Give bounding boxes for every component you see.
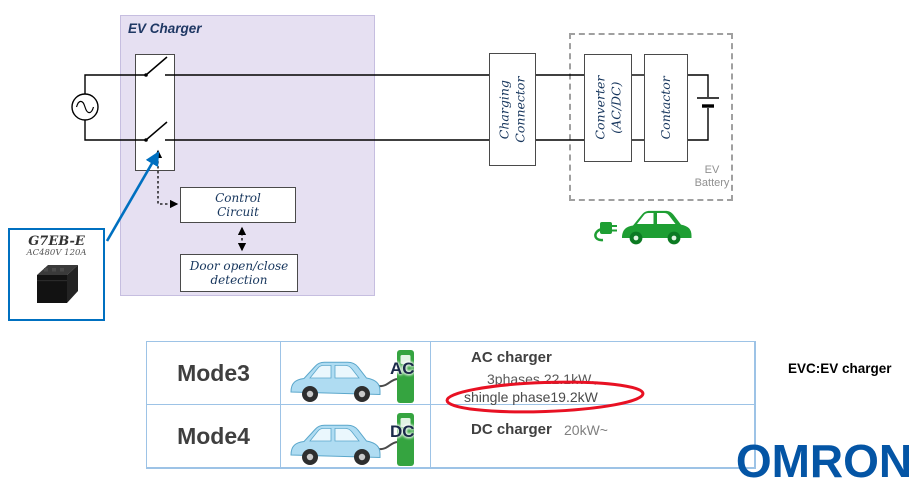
evc-note: EVC:EV charger bbox=[788, 361, 892, 376]
mode4-title: DC charger bbox=[471, 421, 552, 438]
mode3-title: AC charger bbox=[471, 349, 552, 366]
mode4-detail-1: 20kW~ bbox=[564, 422, 608, 438]
mode3-description-cell: AC charger 3phases 22.1kW、 shingle phase… bbox=[431, 342, 755, 405]
control-circuit-label: Control bbox=[215, 191, 261, 205]
door-detection-label: Door open/close bbox=[189, 259, 289, 273]
converter-box: Converter (AC/DC) bbox=[584, 54, 632, 162]
charging-connector-box: Charging Connector bbox=[489, 53, 536, 166]
relay-name: G7EB-E bbox=[28, 234, 85, 249]
ev-car-icon bbox=[594, 210, 692, 245]
ev-side-dashed-boundary bbox=[569, 33, 733, 201]
relay-callout-box: G7EB-E AC480V 120A bbox=[8, 228, 105, 321]
control-circuit-box: Control Circuit bbox=[180, 187, 296, 223]
dc-current-label: DC bbox=[390, 422, 415, 441]
mode3-label: Mode3 bbox=[177, 359, 250, 386]
relay-switch-box bbox=[135, 54, 175, 171]
door-detection-box: Door open/close detection bbox=[180, 254, 298, 292]
omron-logo: OMRON bbox=[735, 435, 913, 487]
mode4-description-cell: DC charger 20kW~ bbox=[431, 405, 755, 468]
converter-label: Converter bbox=[592, 76, 608, 140]
plug-cable-icon bbox=[594, 227, 604, 242]
mode3-detail-1: 3phases 22.1kW、 bbox=[487, 371, 606, 387]
ac-source-icon bbox=[71, 93, 99, 121]
mode4-label-cell: Mode4 bbox=[147, 405, 281, 468]
contactor-box: Contactor bbox=[644, 54, 688, 162]
charging-connector-label: Charging bbox=[496, 79, 512, 140]
ac-current-label: AC bbox=[390, 359, 415, 378]
contactor-label: Contactor bbox=[658, 76, 674, 140]
ev-battery-label: EV Battery bbox=[694, 164, 730, 190]
charger-mode-table: Mode3 AC charger 3phases 22.1kW、 shingle… bbox=[146, 341, 756, 469]
mode3-label-cell: Mode3 bbox=[147, 342, 281, 405]
relay-photo-icon bbox=[36, 265, 78, 303]
mode3-detail-2: shingle phase19.2kW bbox=[464, 389, 598, 405]
relay-spec: AC480V 120A bbox=[26, 248, 87, 258]
mode4-label: Mode4 bbox=[177, 422, 250, 449]
ev-charger-title: EV Charger bbox=[128, 21, 202, 36]
